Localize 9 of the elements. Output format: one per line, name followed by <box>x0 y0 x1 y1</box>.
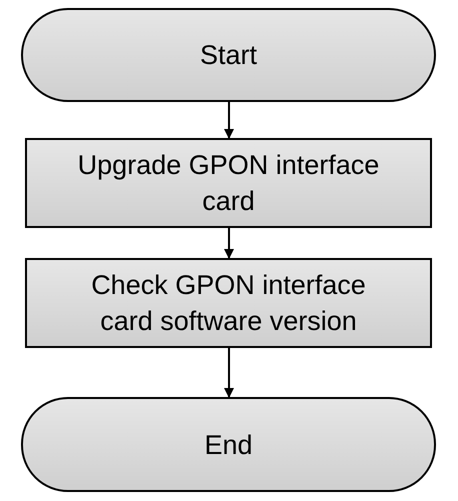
node-label: Check GPON interface card software version <box>90 269 367 338</box>
process-box <box>25 258 432 348</box>
arrow <box>224 348 234 398</box>
node-label: End <box>204 428 253 462</box>
process-box <box>25 138 432 228</box>
node-label: Upgrade GPON interface card <box>77 149 380 218</box>
arrow <box>224 228 234 259</box>
node-label: Start <box>200 39 258 72</box>
arrow <box>224 102 234 139</box>
